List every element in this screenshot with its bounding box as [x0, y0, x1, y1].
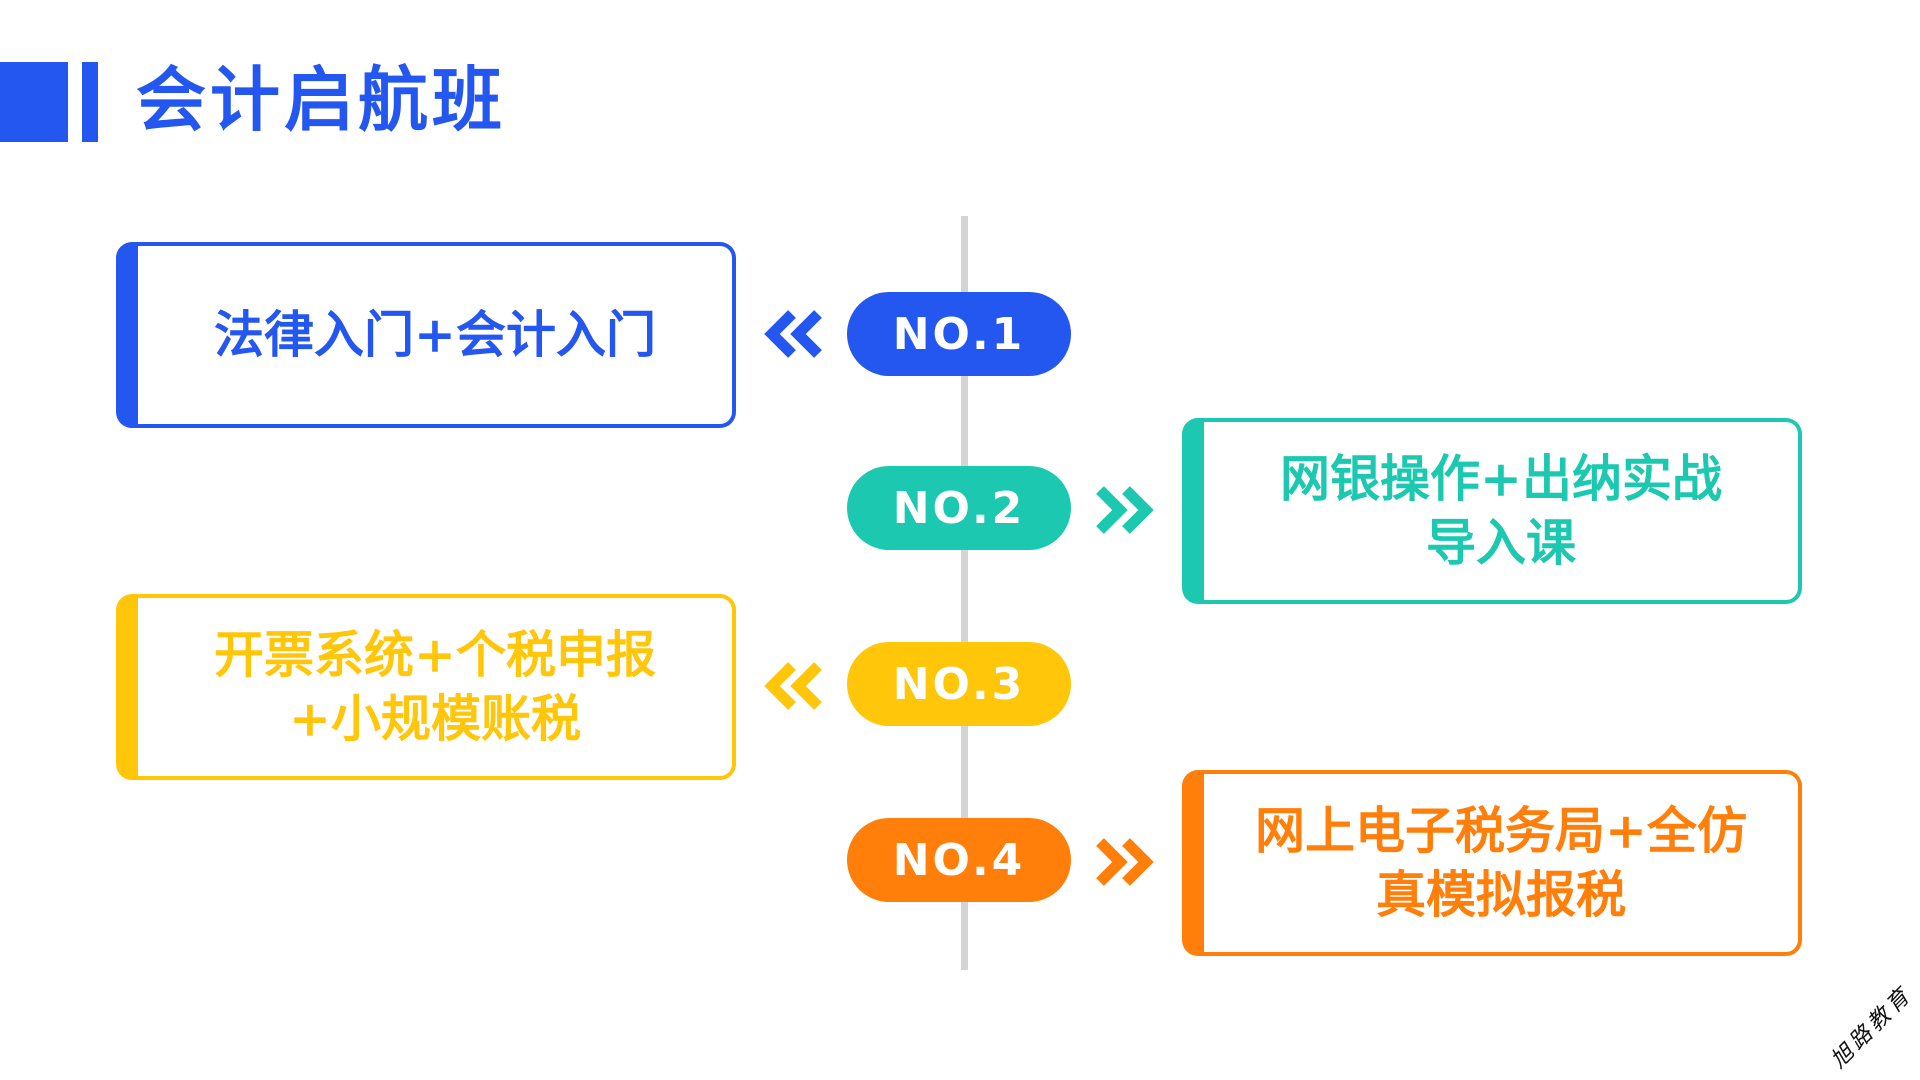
chevron-double-right-icon [1096, 838, 1154, 886]
step-2-text: 网银操作+出纳实战 导入课 [1258, 447, 1744, 575]
step-2-text-line1: 网银操作+出纳实战 [1280, 449, 1722, 508]
step-1-badge: NO.1 [847, 292, 1071, 376]
chevron-double-left-icon [764, 662, 822, 710]
step-3-text: 开票系统+个税申报 +小规模账税 [192, 623, 678, 751]
step-4-badge: NO.4 [847, 818, 1071, 902]
step-4-text-line1: 网上电子税务局+全仿 [1255, 801, 1747, 860]
step-2-badge: NO.2 [847, 466, 1071, 550]
step-3-badge: NO.3 [847, 642, 1071, 726]
title-accent-block [0, 62, 68, 142]
step-1-text: 法律入门+会计入门 [214, 305, 656, 364]
chevron-double-left-icon [764, 310, 822, 358]
chevron-double-right-icon [1096, 486, 1154, 534]
title-accent-bar [82, 62, 98, 142]
step-2-card: 网银操作+出纳实战 导入课 [1182, 418, 1802, 604]
step-4-text-line2: 真模拟报税 [1376, 865, 1626, 924]
step-2-text-line2: 导入课 [1426, 513, 1576, 572]
step-3-text-line1: 开票系统+个税申报 [214, 625, 656, 684]
step-4-text: 网上电子税务局+全仿 真模拟报税 [1233, 799, 1769, 927]
page-title: 会计启航班 [136, 59, 506, 141]
step-3-text-line2: +小规模账税 [289, 689, 581, 748]
step-3-card: 开票系统+个税申报 +小规模账税 [116, 594, 736, 780]
step-4-card: 网上电子税务局+全仿 真模拟报税 [1182, 770, 1802, 956]
watermark-text: 旭路教育 [1826, 982, 1918, 1074]
timeline-axis [961, 216, 968, 970]
step-1-card: 法律入门+会计入门 [116, 242, 736, 428]
